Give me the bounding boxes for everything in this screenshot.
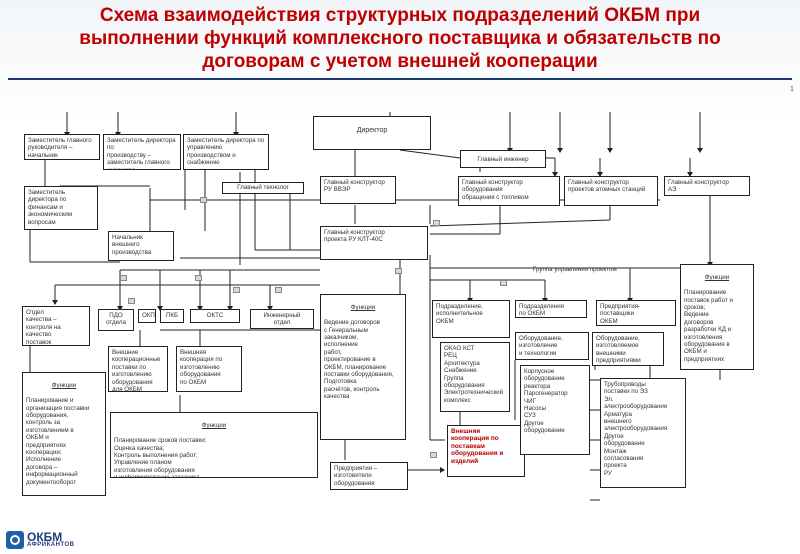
director-box: Директор <box>313 116 431 150</box>
chief-designer-handling-box: Главный конструктор оборудования обращен… <box>458 176 560 206</box>
page-number: 1 <box>790 86 794 93</box>
equipment-group-box: Оборудование, изготовление и технологии <box>515 332 589 360</box>
engineering-department-box: Инженерный отдел <box>250 309 314 329</box>
logo-main-text: ОКБМ <box>27 530 63 544</box>
functions-middle-box: Функции Планирование сроков поставки; Оц… <box>110 412 318 478</box>
quality-department-box: Отдел качества – контроля на качество по… <box>22 306 90 346</box>
connector-marker <box>195 275 202 281</box>
supplier-enterprises-box: Предприятия – изготовители оборудования <box>330 462 408 490</box>
chief-designer-ru-box: Главный конструктор РУ ВВЭР <box>320 176 396 204</box>
okbm-logo-icon <box>6 531 24 549</box>
okbm-subdivisions-box: Подразделения по ОКБМ <box>515 300 587 318</box>
box-deputy-production: Заместитель директора по производству – … <box>103 134 181 170</box>
functions-center-box: Функции Ведение договоров с Генеральным … <box>320 294 406 440</box>
connector-marker <box>275 287 282 293</box>
head-external-production-box: Начальник внешнего производства <box>108 231 174 261</box>
box-deputy-management: Заместитель директора по управлению прои… <box>183 134 269 170</box>
chief-engineer-box: Главный инженер <box>460 150 546 168</box>
connector-marker <box>128 298 135 304</box>
okbm-logo: ОКБМ АФРИКАНТОВ <box>6 530 126 551</box>
project-management-group-label: Группа управления проектом <box>533 266 617 273</box>
supply-units-list: ОКАО КСТ РЕЦ Архитектура Снабжение Групп… <box>440 342 510 412</box>
okts-department-box: ОКТС <box>190 309 240 323</box>
page-title: Схема взаимодействия структурных подразд… <box>79 5 721 72</box>
functions-left-text: Планирование и организация поставки обор… <box>26 397 90 486</box>
connector-marker <box>200 197 207 203</box>
functions-middle-text: Планирование сроков поставки; Оценка кач… <box>114 437 207 478</box>
chief-project-designer-box: Главный конструктор проекта РУ КЛТ-40С <box>320 226 428 260</box>
external-equipment-box: Оборудование, изготовляемое внешними пре… <box>592 332 664 366</box>
okp-department-box: ОКП <box>138 309 156 323</box>
chief-designer-ae-box: Главный конструктор АЭ <box>664 176 750 196</box>
functions-right-title: Функции <box>704 274 730 282</box>
functions-middle-title: Функции <box>201 422 227 430</box>
okbm-suppliers-box: Предприятия- поставщики ОКБМ <box>596 300 676 326</box>
connector-marker <box>120 275 127 281</box>
external-cooperation-box: Внешняя кооперация по поставкам оборудов… <box>447 425 525 477</box>
connector-marker <box>233 287 240 293</box>
connector-marker <box>500 280 507 286</box>
pkb-department-box: ПКБ <box>160 309 184 323</box>
connector-marker <box>395 268 402 274</box>
box-service-quality: Заместитель главного руководителя – нача… <box>24 134 100 160</box>
external-coop-okbm-box: Внешняя кооперация по изготовлению обору… <box>176 346 242 392</box>
chief-designer-plants-box: Главный конструктор проектов атомных ста… <box>564 176 658 206</box>
right-equipment-list: Трубопроводы поставки по ЭЗ Эл. электроо… <box>600 378 686 488</box>
connector-marker <box>430 452 437 458</box>
pdo-department-box: ПДО отдела <box>98 309 134 331</box>
equipment-list-box: Корпусное оборудование реактора Парогене… <box>520 365 590 455</box>
title-divider <box>8 78 792 80</box>
external-coop-supply-box: Внешние кооперационные поставки по изгот… <box>108 346 168 392</box>
functions-center-text: Ведение договоров с Генеральным заказчик… <box>324 319 394 401</box>
connector-marker <box>433 220 440 226</box>
functions-right-text: Планирование поставок работ и сроков; Ве… <box>684 289 733 363</box>
box-deputy-finance: Заместитель директора по финансам и экон… <box>24 186 98 230</box>
supply-department-box: Подразделение, исполнительное ОКБМ <box>432 300 510 338</box>
logo-sub-text: АФРИКАНТОВ <box>27 542 75 548</box>
chief-technologist-box: Главный технолог <box>222 182 304 194</box>
functions-left-title: Функции <box>51 382 77 390</box>
functions-left-box: Функции Планирование и организация поста… <box>22 372 106 496</box>
functions-center-title: Функции <box>350 304 376 312</box>
functions-right-box: Функции Планирование поставок работ и ср… <box>680 264 754 370</box>
